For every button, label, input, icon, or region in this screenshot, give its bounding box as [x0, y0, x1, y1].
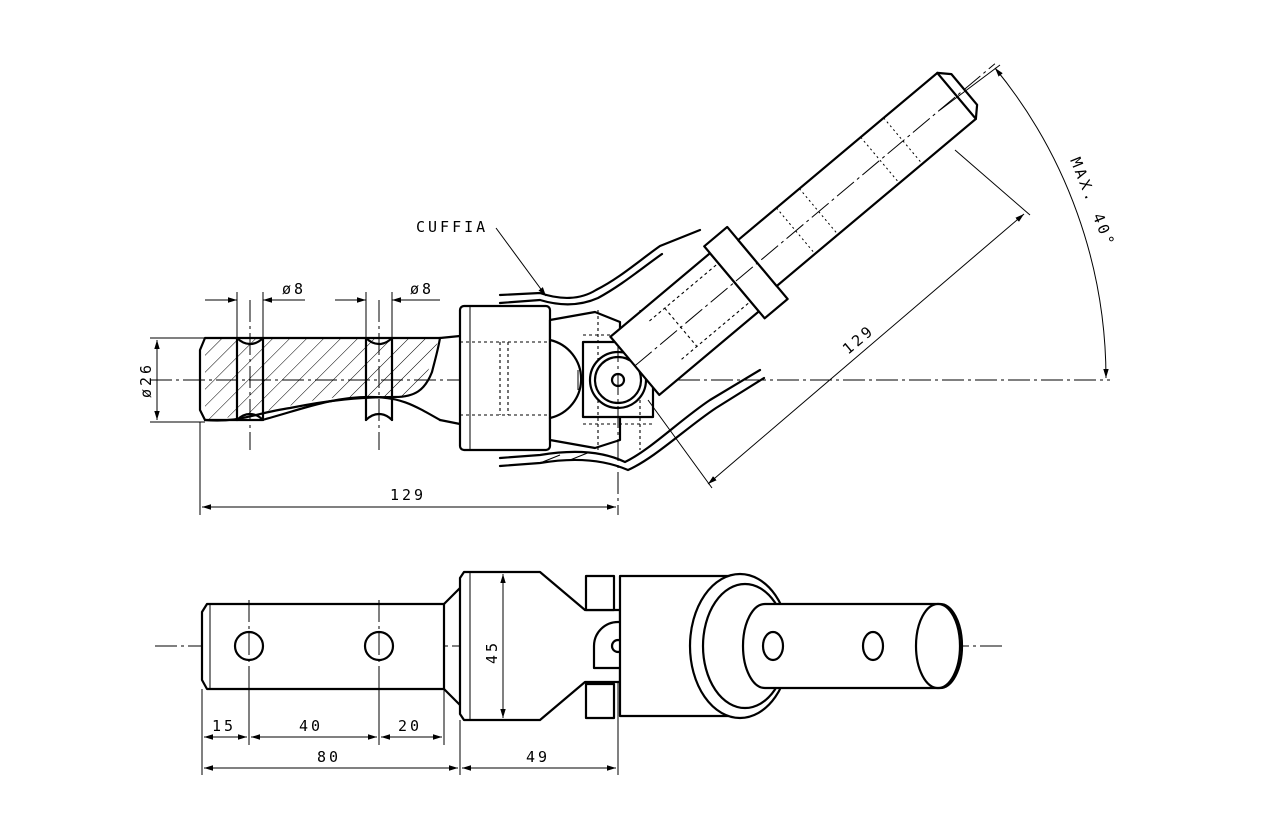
top-view [150, 63, 1110, 515]
dim-bore-right: ø8 [335, 280, 440, 338]
label-d49: 49 [526, 748, 550, 766]
angled-assembly [609, 63, 996, 397]
fork-cup [548, 338, 583, 420]
top-dimensions: ø8 ø8 ø26 129 129 [137, 64, 1119, 515]
fork-lug-bottom [584, 682, 616, 720]
label-length-top: 129 [390, 486, 426, 504]
shaft-step-bottom [438, 418, 462, 426]
bottom-hub [618, 572, 964, 720]
dim-shaft-diameter: ø26 [137, 337, 205, 423]
hub-shaft-end [914, 602, 962, 690]
dim-length-top: 129 [199, 422, 616, 515]
fork-hub [458, 304, 552, 452]
dim-bore-left: ø8 [205, 280, 306, 338]
label-bore-b: ø8 [410, 280, 434, 298]
label-max-angle: MAX. 40° [1066, 155, 1119, 251]
bottom-dimensions: 15 40 20 80 49 [201, 682, 619, 775]
label-d15: 15 [212, 717, 236, 735]
label-dia-shaft: ø26 [137, 362, 155, 398]
shaft-break-line [203, 336, 442, 422]
shaft-section-hatch [205, 338, 440, 420]
dim-height-45: 45 [483, 574, 506, 718]
label-d40: 40 [299, 717, 323, 735]
label-d80: 80 [317, 748, 341, 766]
hub-hole-right [861, 630, 885, 662]
label-length-angled: 129 [839, 321, 878, 358]
top-coupling-body [458, 304, 655, 515]
hub-hole-left [761, 630, 785, 662]
label-cuffia: CUFFIA [416, 218, 488, 236]
label-d45: 45 [483, 640, 501, 664]
fork-lug-top [584, 574, 616, 612]
label-d20: 20 [398, 717, 422, 735]
cuffia-leader: CUFFIA [416, 218, 547, 297]
top-shaft [198, 300, 462, 450]
boot [498, 228, 766, 472]
label-bore-a: ø8 [282, 280, 306, 298]
bottom-shaft [200, 586, 462, 707]
shaft-step-top [438, 334, 462, 340]
bottom-view: 45 [155, 570, 1005, 722]
